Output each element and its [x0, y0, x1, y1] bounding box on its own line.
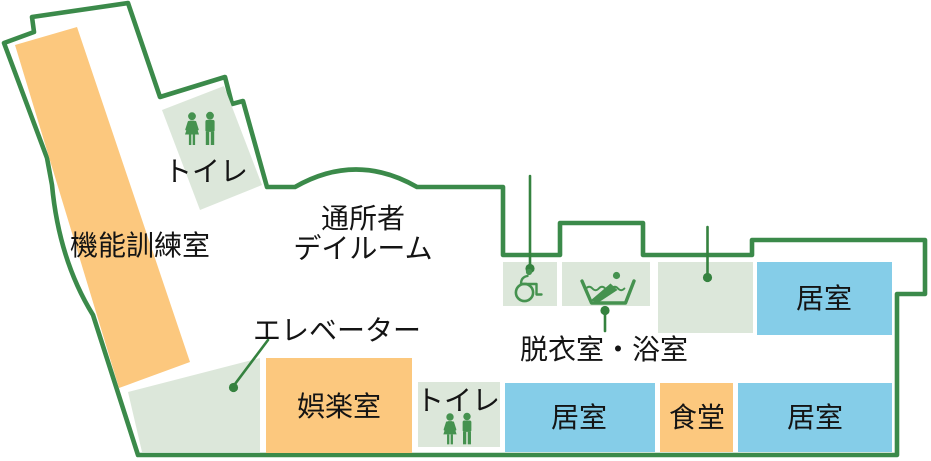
room-label-living-right: 居室	[796, 283, 852, 314]
room-label-training: 機能訓練室	[70, 230, 210, 261]
room-label-living-bottom-middle: 居室	[551, 402, 607, 433]
room-label-living-bottom-right: 居室	[787, 402, 843, 433]
room-toilet-upper	[162, 86, 262, 210]
room-bath-area	[562, 262, 650, 306]
bathtub-person-icon	[580, 271, 636, 305]
room-label-elevator: エレベーター	[253, 315, 421, 346]
room-label-dayroom-line2: デイルーム	[293, 233, 432, 264]
room-living-bottom-right	[738, 383, 892, 452]
room-utility-area	[658, 262, 753, 333]
room-label-toilet-upper: トイレ	[164, 156, 248, 187]
room-elevator-area	[128, 358, 260, 452]
room-label-recreation: 娯楽室	[297, 391, 381, 422]
room-label-dayroom-line1: 通所者	[321, 203, 405, 234]
room-recreation	[266, 358, 412, 453]
room-training	[15, 27, 190, 388]
leader-dot-utility	[702, 272, 713, 283]
leader-line-elevator	[232, 338, 270, 388]
leader-dot-elevator	[228, 382, 239, 393]
room-toilet-lower	[418, 382, 500, 447]
room-living-bottom-middle	[505, 383, 655, 452]
room-label-dining: 食堂	[669, 402, 725, 433]
wheelchair-icon	[514, 268, 543, 303]
room-dining	[660, 383, 733, 452]
room-label-changing-bath: 脱衣室・浴室	[520, 334, 688, 365]
room-label-toilet-lower: トイレ	[416, 385, 500, 416]
room-living-right	[757, 262, 892, 335]
